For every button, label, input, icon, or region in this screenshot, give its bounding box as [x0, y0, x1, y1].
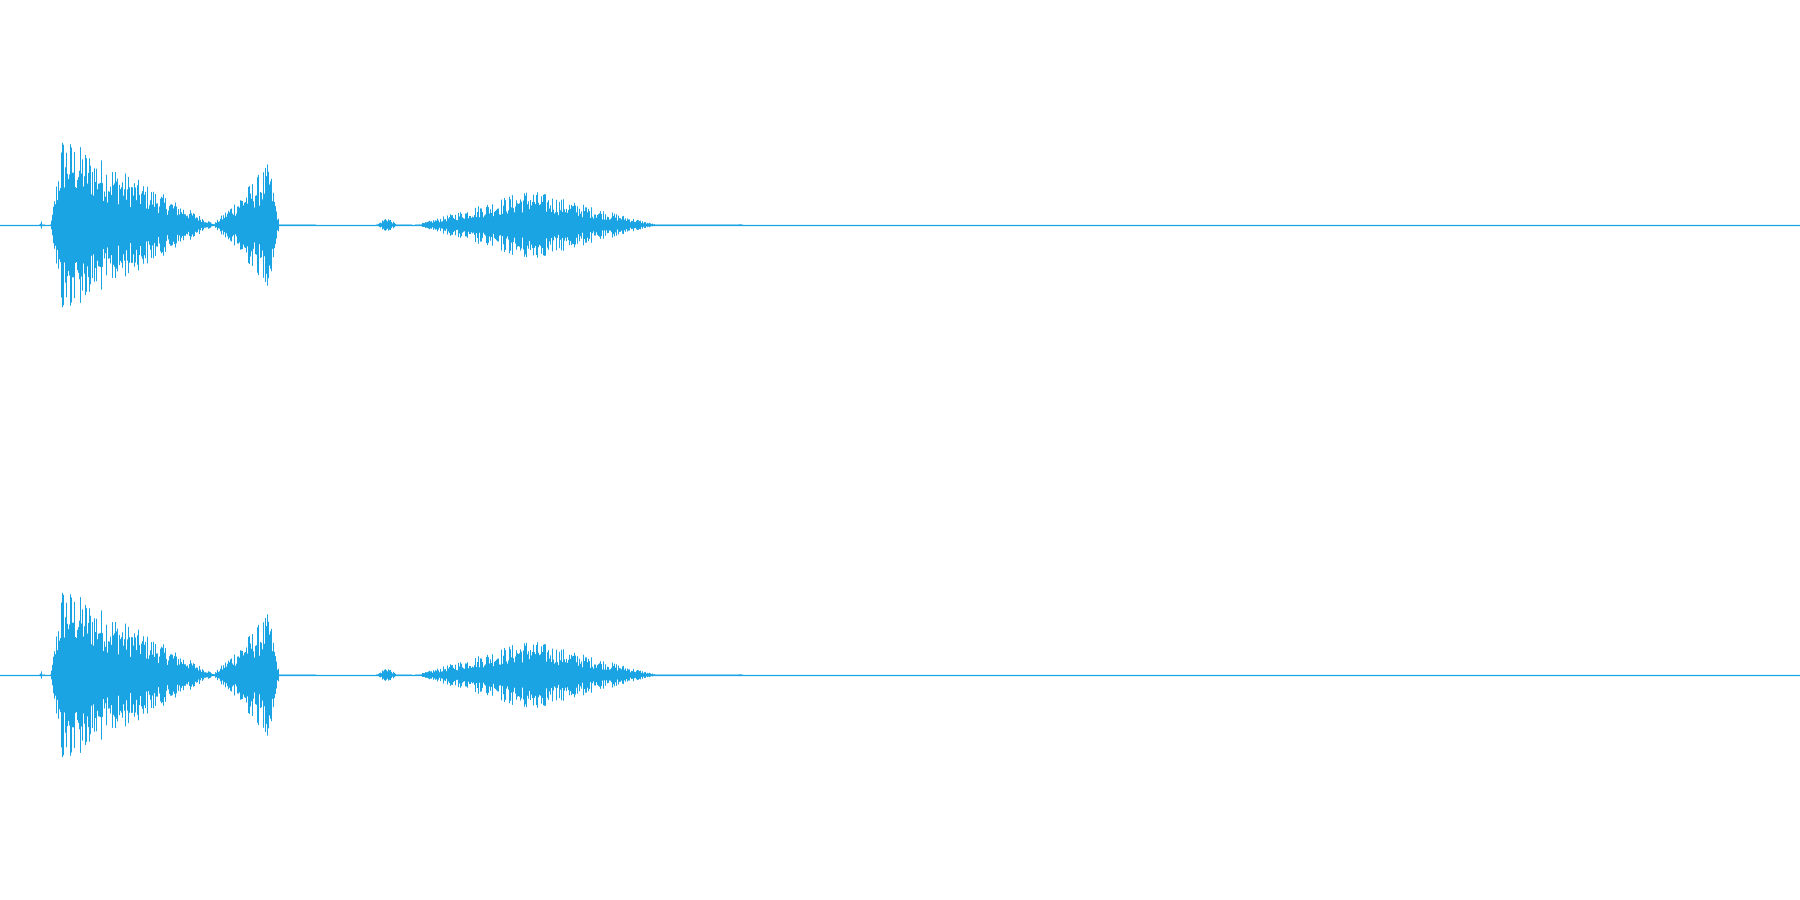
waveform-channel-left [0, 142, 1800, 308]
waveform-channel-right [0, 592, 1800, 758]
waveform-segment-1 [50, 592, 214, 758]
waveform-segment-2 [212, 164, 316, 286]
waveform-segment-3 [376, 219, 412, 231]
waveform-segment-5 [738, 674, 743, 676]
waveform-segment-0 [39, 671, 45, 679]
waveform-segment-4 [415, 642, 739, 708]
waveform-segment-0 [39, 221, 45, 229]
waveform-segment-1 [50, 142, 214, 308]
waveform-segment-5 [738, 224, 743, 226]
waveform-segment-3 [376, 669, 412, 681]
waveform-segment-4 [415, 192, 739, 258]
waveform-segment-2 [212, 614, 316, 736]
